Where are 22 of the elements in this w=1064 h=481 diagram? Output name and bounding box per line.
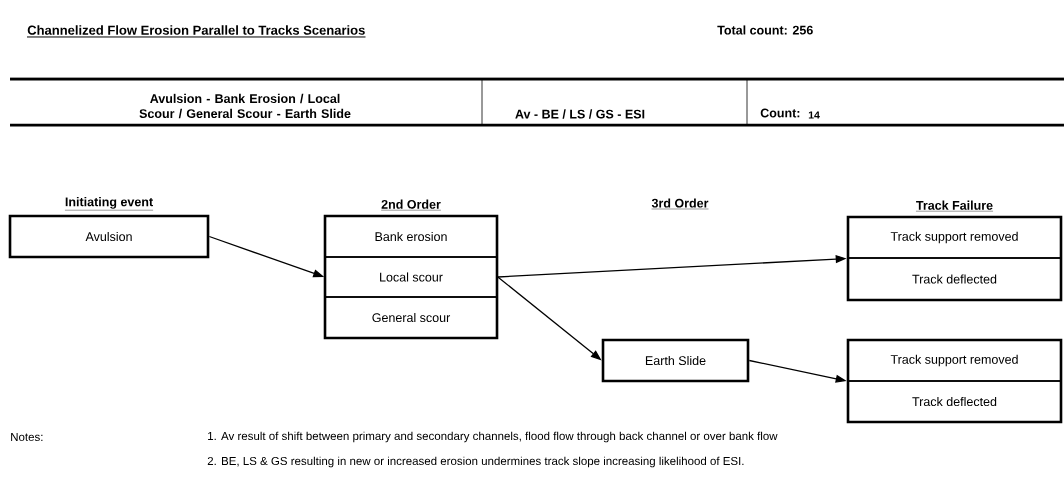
failure-cell: Track support removed: [847, 339, 1062, 382]
column-heading: 3rd Order: [651, 198, 709, 210]
process-box: Avulsion: [8, 214, 210, 259]
failure-cell: Track support removed: [847, 216, 1062, 259]
column-heading: 2nd Order: [380, 199, 442, 211]
failure-cell: General scour: [324, 296, 498, 339]
scenario-name: Avulsion - Bank Erosion / Local Scour / General Scour - Earth Slide: [139, 93, 351, 119]
note-text: 1. Av result of shift between primary and secondary channels, flood flow through back channel or over bank flow: [208, 431, 778, 443]
process-box: Earth Slide: [601, 338, 750, 383]
total-count: Total count: 256: [717, 25, 813, 35]
failure-cell: Track deflected: [847, 380, 1062, 423]
notes-heading: Notes:: [11, 433, 43, 441]
title: Channelized Flow Erosion Parallel to Tracks Scenarios: [27, 25, 365, 35]
failure-cell: Bank erosion: [324, 215, 498, 258]
failure-cell: Local scour: [324, 256, 498, 298]
failure-cell: Track deflected: [847, 257, 1062, 301]
column-heading: Track Failure: [915, 200, 994, 212]
count-label: Count:: [760, 108, 800, 118]
count-value: 14: [808, 111, 820, 119]
scenario-code: Av - BE / LS / GS - ESI: [515, 109, 645, 119]
note-text: 2. BE, LS & GS resulting in new or increased erosion undermines track slope increasing likelihood of ESI.: [207, 456, 744, 468]
column-heading: Initiating event: [64, 197, 154, 211]
